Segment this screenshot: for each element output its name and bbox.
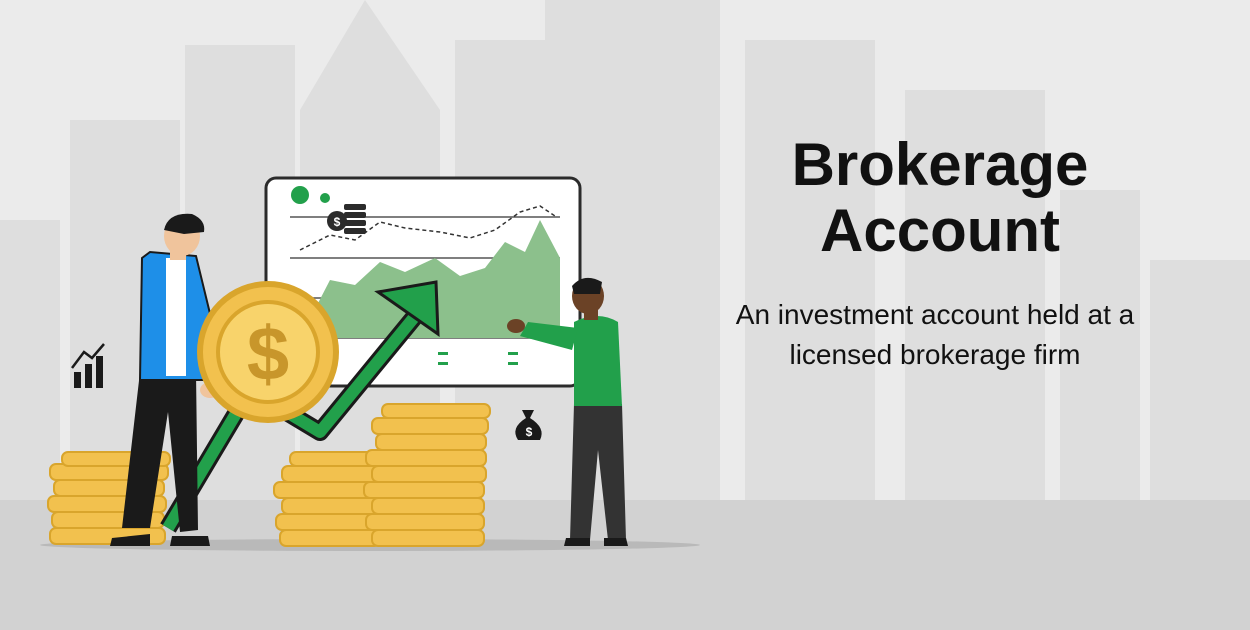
svg-text:$: $ (334, 215, 341, 229)
page-subtitle: An investment account held at a licensed… (735, 299, 1135, 370)
chart-dashed-line (299, 205, 556, 251)
svg-text:$: $ (247, 312, 289, 397)
coin-stack-icon: $ (327, 204, 366, 234)
coin-stack-right (363, 403, 491, 547)
money-bag-icon: $ (515, 410, 542, 440)
page-title: Brokerage Account (791, 131, 1089, 264)
bar-chart-growth-icon (71, 343, 105, 388)
dollar-coin-icon: $ (197, 281, 339, 423)
man-green-sweater (507, 277, 628, 546)
svg-text:$: $ (526, 425, 533, 439)
coin-stack-middle (273, 451, 387, 547)
chart-area (300, 220, 560, 338)
